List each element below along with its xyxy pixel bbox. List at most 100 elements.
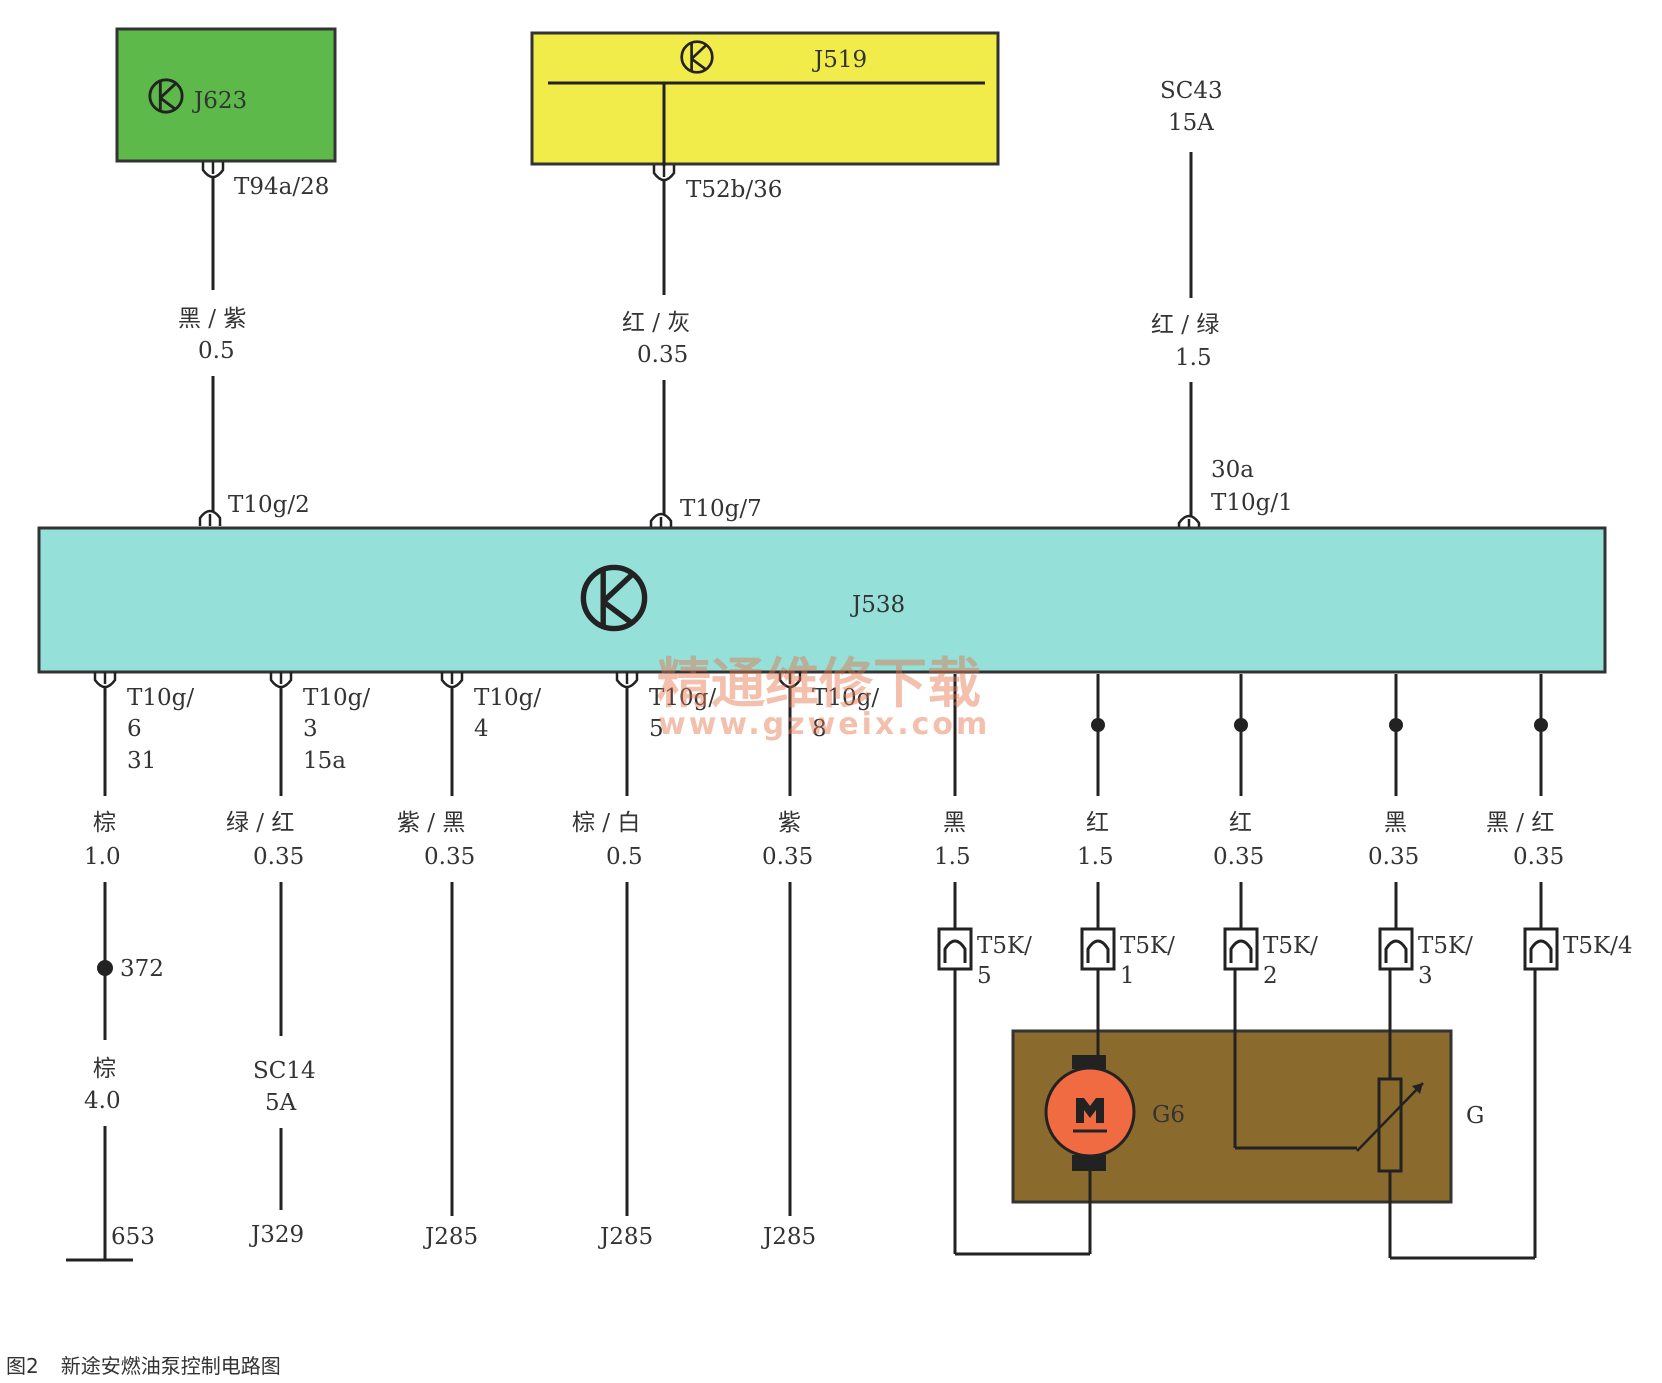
wire-end: J285 bbox=[598, 1224, 653, 1250]
wire-size: 0.35 bbox=[424, 844, 475, 870]
connector-icon bbox=[1523, 927, 1559, 971]
wire-size: 0.35 bbox=[762, 844, 813, 870]
pin-icon bbox=[440, 670, 464, 689]
pin-number: 8 bbox=[812, 716, 827, 742]
junction-node bbox=[1389, 718, 1403, 732]
wire-end: J329 bbox=[249, 1222, 304, 1248]
j538-label: J538 bbox=[850, 592, 905, 618]
wire-color: 棕 bbox=[93, 810, 116, 836]
wire-size: 0.35 bbox=[1368, 844, 1419, 870]
j623-module bbox=[115, 27, 337, 163]
j519-pin-label: T52b/36 bbox=[686, 177, 782, 203]
w2-color: 红 / 灰 bbox=[622, 310, 690, 336]
pin-number: 5 bbox=[649, 716, 664, 742]
w1-size: 0.5 bbox=[198, 338, 235, 364]
junction-node bbox=[97, 960, 113, 976]
figure-title: 新途安燃油泵控制电路图 bbox=[60, 1354, 281, 1378]
motor-icon bbox=[1076, 1098, 1104, 1123]
w1-pin-label: T10g/2 bbox=[228, 492, 310, 518]
connector-icon bbox=[1080, 927, 1116, 971]
fuse-name: SC14 bbox=[253, 1058, 316, 1084]
wire-size: 0.35 bbox=[1513, 844, 1564, 870]
node-label: 372 bbox=[120, 956, 164, 982]
watermark-title: 精通维修下载 bbox=[657, 652, 981, 715]
g-label: G bbox=[1466, 1103, 1484, 1129]
wire-color: 绿 / 红 bbox=[226, 810, 294, 836]
fuse-rating: 5A bbox=[265, 1090, 297, 1116]
wire-color: 棕 / 白 bbox=[572, 810, 640, 836]
connector-icon bbox=[937, 927, 973, 971]
pin-terminal: 31 bbox=[127, 748, 156, 774]
conn-label: T5K/ bbox=[1263, 933, 1318, 959]
pin-label: T10g/ bbox=[303, 685, 370, 711]
pin-terminal: 15a bbox=[303, 748, 346, 774]
wire-color: 黑 / 红 bbox=[1486, 810, 1554, 836]
conn-label: T5K/ bbox=[1120, 933, 1175, 959]
pin-icon bbox=[93, 670, 117, 689]
junction-node bbox=[1091, 718, 1105, 732]
pin-label: T10g/ bbox=[812, 685, 879, 711]
conn-number: 1 bbox=[1120, 963, 1135, 989]
pin-label: T10g/ bbox=[474, 685, 541, 711]
j519-module bbox=[530, 31, 1000, 166]
wire-size: 1.5 bbox=[1077, 844, 1114, 870]
wire-end: J285 bbox=[761, 1224, 816, 1250]
pin-number: 4 bbox=[474, 716, 489, 742]
wire-end: 653 bbox=[111, 1224, 155, 1250]
w3-pin-label: T10g/1 bbox=[1211, 490, 1293, 516]
wire-color: 黑 bbox=[1384, 810, 1407, 836]
conn-number: 5 bbox=[977, 963, 992, 989]
g6-label: G6 bbox=[1152, 1102, 1185, 1128]
pin-icon bbox=[615, 670, 639, 689]
w1-color: 黑 / 紫 bbox=[178, 306, 246, 332]
pin-number: 6 bbox=[127, 716, 142, 742]
wire-color: 黑 bbox=[943, 810, 966, 836]
conn-label: T5K/ bbox=[1418, 933, 1473, 959]
w3-pin-top: 30a bbox=[1211, 457, 1254, 483]
figure-number: 图2 bbox=[6, 1354, 39, 1378]
w3-color: 红 / 绿 bbox=[1151, 312, 1219, 338]
wire-color: 红 bbox=[1229, 810, 1252, 836]
conn-number: 3 bbox=[1418, 963, 1433, 989]
w3-size: 1.5 bbox=[1175, 345, 1212, 371]
j519-label: J519 bbox=[812, 47, 867, 73]
wire-size-2: 4.0 bbox=[84, 1088, 121, 1114]
wire-color: 红 bbox=[1086, 810, 1109, 836]
w2-size: 0.35 bbox=[637, 342, 688, 368]
watermark-url: www.gzweix.com bbox=[658, 707, 990, 742]
connector-icon bbox=[1223, 927, 1259, 971]
j519-pin-icon bbox=[652, 163, 676, 182]
conn-label: T5K/4 bbox=[1563, 933, 1633, 959]
wire-end: J285 bbox=[423, 1224, 478, 1250]
figure-caption: 图2 新途安燃油泵控制电路图 bbox=[6, 1350, 303, 1379]
pin-label: T10g/ bbox=[649, 685, 716, 711]
wire-size: 0.35 bbox=[1213, 844, 1264, 870]
conn-number: 2 bbox=[1263, 963, 1278, 989]
sc43-name: SC43 bbox=[1160, 78, 1223, 104]
pump-routing bbox=[953, 969, 1537, 1260]
sc43-rating: 15A bbox=[1168, 110, 1214, 136]
pump-wires: 黑1.5T5K/5红1.5T5K/1红0.35T5K/2黑0.35T5K/3黑 … bbox=[934, 674, 1633, 1260]
j538-module bbox=[37, 526, 1607, 674]
wire-size: 1.0 bbox=[84, 844, 121, 870]
junction-node bbox=[1534, 718, 1548, 732]
wire-color: 紫 bbox=[778, 810, 801, 836]
w2-pin-label: T10g/7 bbox=[680, 496, 762, 522]
w1-pin-icon bbox=[198, 509, 222, 528]
pin-icon bbox=[269, 670, 293, 689]
j623-pin-label: T94a/28 bbox=[234, 174, 329, 200]
wire-size: 0.35 bbox=[253, 844, 304, 870]
wire-color-2: 棕 bbox=[93, 1056, 116, 1082]
wire-size: 0.5 bbox=[606, 844, 643, 870]
